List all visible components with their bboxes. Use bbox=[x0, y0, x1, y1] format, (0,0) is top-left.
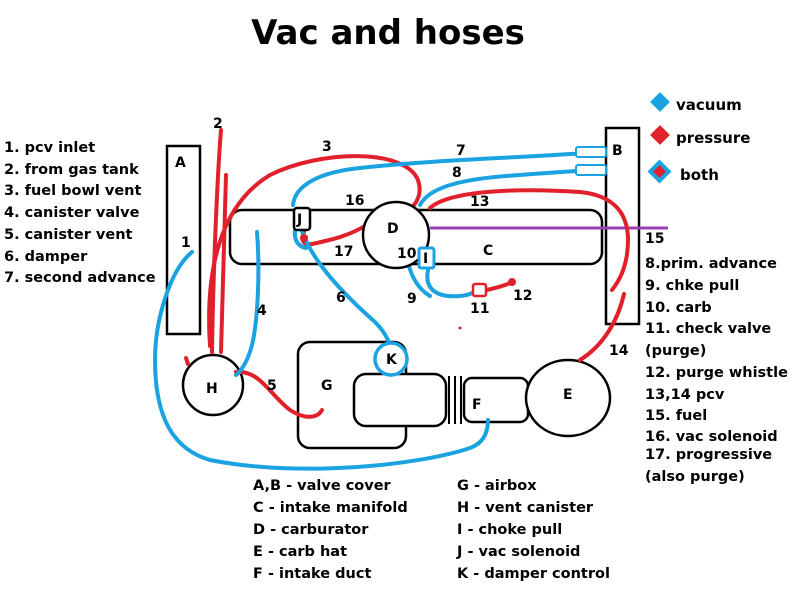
list-item: 1. pcv inlet bbox=[4, 140, 95, 156]
key-item: J - vac solenoid bbox=[456, 544, 580, 560]
hose-7-second-advance bbox=[291, 150, 602, 207]
key-item: E - carb hat bbox=[253, 544, 347, 560]
legend-pressure: pressure bbox=[676, 129, 750, 147]
hose-label-11: 11 bbox=[470, 301, 489, 317]
list-item: 17. progressive bbox=[645, 447, 772, 463]
list-item: (purge) bbox=[645, 343, 706, 359]
hose-label-8: 8 bbox=[452, 165, 462, 181]
choke-pull-i bbox=[417, 246, 436, 270]
pressure-swatch-icon bbox=[650, 125, 670, 145]
legend-vacuum: vacuum bbox=[676, 96, 742, 114]
carb-hat-e bbox=[524, 358, 612, 438]
hose-14-pcv bbox=[578, 292, 626, 362]
page-title: Vac and hoses bbox=[251, 13, 525, 53]
hose-label-9: 9 bbox=[407, 291, 417, 307]
hose-label-2: 2 bbox=[213, 116, 223, 132]
list-item: 15. fuel bbox=[645, 408, 707, 424]
nozzle-7 bbox=[575, 146, 607, 158]
valve-cover-a bbox=[165, 144, 202, 336]
legend-both: both bbox=[680, 166, 719, 184]
list-item: 10. carb bbox=[645, 300, 712, 316]
hose-label-15: 15 bbox=[645, 231, 664, 247]
hose-label-17: 17 bbox=[334, 244, 353, 260]
label-j: J bbox=[296, 212, 302, 228]
hose-label-3: 3 bbox=[322, 139, 332, 155]
label-b: B bbox=[612, 143, 623, 159]
label-e: E bbox=[563, 387, 573, 403]
left-list: 1. pcv inlet 2. from gas tank 3. fuel bo… bbox=[4, 140, 156, 286]
hose-label-4: 4 bbox=[257, 303, 267, 319]
hose-label-13: 13 bbox=[470, 194, 489, 210]
list-item: 3. fuel bowl vent bbox=[4, 183, 141, 199]
list-item: 2. from gas tank bbox=[4, 162, 139, 178]
key-item: D - carburator bbox=[253, 522, 369, 538]
damper-control-k bbox=[373, 341, 409, 377]
key-item: G - airbox bbox=[457, 478, 537, 494]
vent-canister-h bbox=[181, 353, 245, 417]
list-item: 7. second advance bbox=[4, 270, 156, 286]
hose-label-10: 10 bbox=[397, 246, 417, 262]
right-list: 8.prim. advance 9. chke pull 10. carb 11… bbox=[645, 256, 788, 485]
hose-label-7: 7 bbox=[456, 143, 466, 159]
vacuum-swatch-icon bbox=[650, 92, 670, 112]
list-item: 11. check valve bbox=[645, 321, 771, 337]
label-k: K bbox=[386, 352, 398, 368]
list-item: 12. purge whistle bbox=[645, 365, 788, 381]
list-item: 9. chke pull bbox=[645, 278, 739, 294]
duct-coupling bbox=[448, 376, 462, 424]
hose-label-5: 5 bbox=[267, 378, 277, 394]
airbox-snout bbox=[352, 372, 448, 428]
check-valve-11 bbox=[471, 282, 488, 298]
vac-solenoid-j bbox=[292, 206, 312, 232]
list-item: 4. canister valve bbox=[4, 205, 140, 221]
purge-whistle-12 bbox=[508, 278, 516, 286]
hose-5-canister-vent bbox=[234, 369, 324, 419]
hose-2-branch bbox=[219, 173, 228, 354]
hose-6-damper bbox=[298, 223, 392, 347]
list-item: 16. vac solenoid bbox=[645, 429, 778, 445]
key-item: H - vent canister bbox=[457, 500, 594, 516]
key-item: I - choke pull bbox=[457, 522, 562, 538]
label-d: D bbox=[387, 221, 399, 237]
carburator-d bbox=[361, 200, 431, 270]
key-item: A,B - valve cover bbox=[253, 478, 392, 494]
label-a: A bbox=[175, 155, 186, 171]
legend: vacuum pressure both bbox=[647, 92, 750, 184]
hose-2-from-gas-tank bbox=[210, 128, 223, 354]
hose-label-16: 16 bbox=[345, 193, 364, 209]
list-item: (also purge) bbox=[645, 469, 745, 485]
hose-13-pcv bbox=[428, 188, 630, 292]
hose-9-choke-pull bbox=[425, 268, 478, 299]
key-item: F - intake duct bbox=[253, 566, 371, 582]
list-item: 5. canister vent bbox=[4, 227, 133, 243]
label-i: I bbox=[423, 251, 428, 267]
label-f: F bbox=[472, 397, 482, 413]
bottom-key-right: G - airbox H - vent canister I - choke p… bbox=[456, 478, 610, 582]
label-c: C bbox=[483, 243, 493, 259]
list-item: 8.prim. advance bbox=[645, 256, 777, 272]
key-item: C - intake manifold bbox=[253, 500, 408, 516]
nozzle-8 bbox=[575, 164, 607, 176]
hose-label-14: 14 bbox=[609, 343, 629, 359]
bottom-key-left: A,B - valve cover C - intake manifold D … bbox=[253, 478, 408, 582]
label-h: H bbox=[206, 381, 218, 397]
hose-label-6: 6 bbox=[336, 290, 346, 306]
stray-dot bbox=[458, 326, 462, 330]
hose-h-stub bbox=[184, 356, 190, 366]
vac-solenoid-port bbox=[300, 234, 308, 242]
hose-3-fuel-bowl-vent bbox=[207, 154, 422, 348]
hose-1-pcv-inlet bbox=[153, 250, 490, 471]
key-item: K - damper control bbox=[457, 566, 610, 582]
hose-label-1: 1 bbox=[181, 235, 191, 251]
list-item: 6. damper bbox=[4, 249, 88, 265]
hose-4-canister-valve bbox=[234, 230, 261, 377]
hose-label-12: 12 bbox=[513, 288, 532, 304]
list-item: 13,14 pcv bbox=[645, 387, 725, 403]
label-g: G bbox=[321, 378, 333, 394]
